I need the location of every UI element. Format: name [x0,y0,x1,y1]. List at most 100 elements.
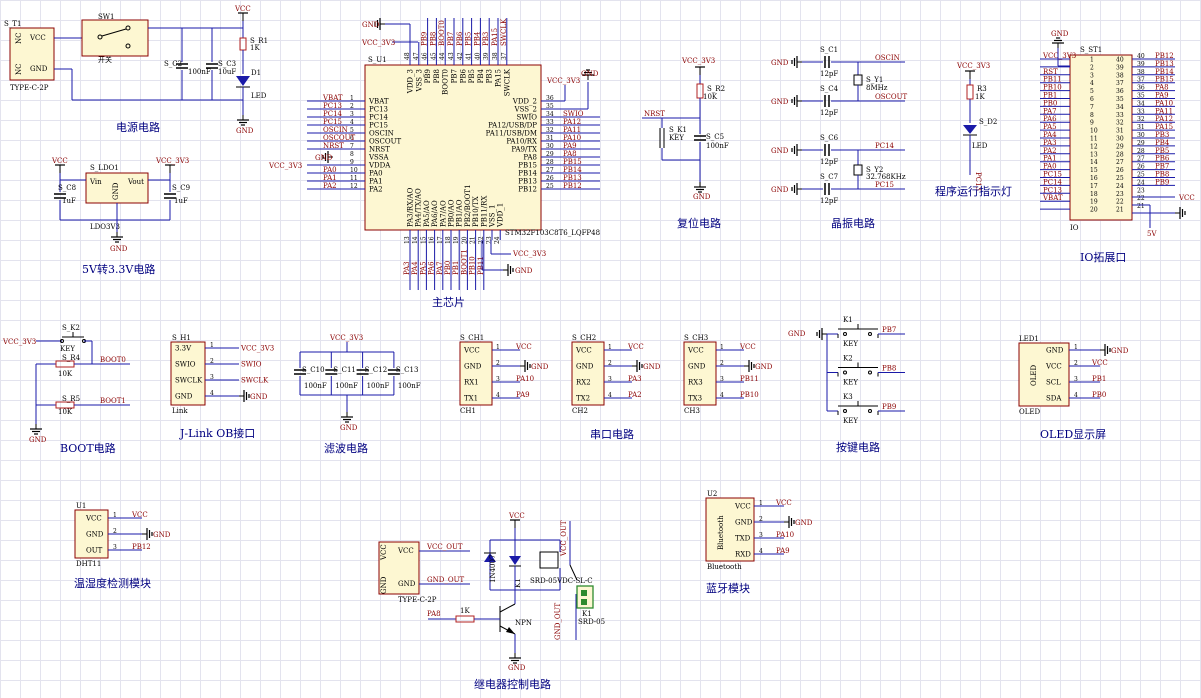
io-vcc-label: VCC [1178,194,1195,202]
title-bt: 蓝牙模块 [706,582,750,595]
gnd-symbol [1099,343,1111,357]
title-mcu: 主芯片 [432,295,465,309]
mcu-bottom-pin-num: 21 [470,236,477,244]
led-indicator-circuit: VCC_3V3 R3 1K S_D2 LED PC13 程序运行指示灯 [935,62,1012,198]
relay-part-label: SRD-05VDC-SL-C [530,577,593,585]
mcu-top-pin-name: PB6 [459,68,467,83]
mcu-left-pin-name: PC15 [369,122,388,130]
mcu-right-net: PA11 [563,126,581,134]
relay-conn-net-vcc-out: VCC_OUT [426,543,463,551]
dht-pin-num: 2 [113,528,117,535]
mcu-top-pin-num: 45 [430,52,437,60]
mcu-bottom-pin-name: PB1/AO [456,199,464,227]
io-right-pin-num-outer: 24 [1137,179,1145,186]
dht-name: DHT11 [76,560,101,568]
mcu-block: S_U1 STM32F103C8T6_LQFP48 VBAT1VBATPC132… [268,17,600,309]
d1-ref: D1 [251,69,261,77]
relay-conn-pin-vcc: VCC [397,547,414,555]
uart-pin-num: 1 [608,344,612,351]
key-contact [843,370,847,375]
c3-ref: S_C3 [218,60,236,68]
io-right-pin-num-outer: 26 [1137,164,1145,171]
mcu-left-pin-name: PC13 [369,106,388,114]
c9-ref: S_C9 [172,184,190,192]
r5-value: 10K [58,408,73,416]
jlink-connector[interactable] [170,341,206,406]
relay-terminal-ref: K1 [582,610,592,618]
uart-connector[interactable] [571,341,605,406]
bt-pin-num: 1 [759,500,763,507]
io-right-net: PB12 [1155,52,1174,60]
mcu-right-pin-num: 25 [546,183,554,190]
io-left-net: PC14 [1043,178,1063,186]
jlink-name: Link [172,407,188,415]
mcu-top-pin-num: 47 [413,52,420,60]
relay-led-ref: K1 [514,578,522,588]
mcu-right-pin-num: 32 [546,127,554,134]
io-left-pin-num: 3 [1090,72,1094,79]
key-contact [843,332,847,336]
d1-led-icon [236,76,250,86]
io-right-pin-num: 38 [1116,72,1124,79]
reset-circuit: VCC_3V3 S_R2 10K NRST S_K1 KEY S_C5 100n… [642,57,729,230]
power-switch[interactable] [81,19,149,57]
io-right-pin-num-outer: 37 [1137,77,1145,84]
relay-out-gnd: GND_OUT [554,603,562,640]
uart-pin-num: 3 [720,376,724,383]
t1-type: TYPE-C-2P [10,84,49,92]
io-header: S_ST1 IO 1VCC_3V323RST4PB115PB106PB17PB0… [1040,30,1195,264]
io-right-pin-num: 31 [1116,128,1124,135]
io-left-pin-num: 15 [1090,167,1098,174]
uart-connector[interactable] [683,341,717,406]
mcu-bottom-pin-num: 15 [420,236,427,244]
title-ldo: 5V转3.3V电路 [82,262,155,276]
uart-pin-num: 2 [720,360,724,367]
title-oled: OLED显示屏 [1040,428,1106,441]
mcu-top-pin-name: PB5 [468,69,476,83]
title-reset: 复位电路 [677,216,721,230]
mcu-left-pin-name: VSSA [368,154,390,162]
connector-pin-num: 3 [210,374,214,381]
uart-pin-num: 4 [720,392,724,399]
io-left-net: PA6 [1043,115,1057,123]
relay-output-connector[interactable] [378,541,420,595]
bluetooth-connector[interactable] [705,497,755,562]
oled-net: VCC [1091,359,1108,367]
io-right-pin-num: 21 [1116,207,1124,214]
io-right-pin-num-outer: 38 [1137,69,1145,76]
mcu-left-pin-num: 10 [350,167,358,174]
title-crystal: 晶振电路 [831,216,875,230]
io-right-pin-num: 22 [1116,199,1124,206]
mcu-top-vcc3-label: VCC_3V3 [361,39,395,47]
mcu-left-pin-num: 1 [350,95,354,102]
uart-connector[interactable] [459,341,493,406]
mcu-right-net: PA12 [563,118,581,126]
c7-value: 12pF [820,197,838,205]
bt-pin-name: VCC [734,503,751,511]
bt-net: VCC [775,499,792,507]
uart-net: VCC [739,343,756,351]
oled-connector[interactable] [1018,342,1070,407]
title-key: 按键电路 [836,440,880,454]
uart-pin-name: RX3 [688,379,703,387]
mcu-bottom-pin-num: 23 [486,236,493,244]
r1-resistor [239,37,247,51]
uart-pin-num: 2 [608,360,612,367]
bt-pin-num: 3 [759,532,763,539]
mcu-right-pin-num: 26 [546,175,554,182]
y2-value: 32.768KHz [866,173,906,181]
mcu-right-pin-name: PB14 [518,170,537,178]
bt-pin-name: TXD [735,535,751,543]
io-left-net: PC13 [1043,186,1062,194]
io-right-net: PB14 [1155,68,1174,76]
t1-ref: S_T1 [4,20,21,28]
io-right-pin-num: 37 [1116,80,1124,87]
mcu-bottom-net: PB1 [452,261,460,275]
io-left-net: RST [1043,68,1058,76]
dht11-sensor [74,509,109,559]
mcu-left-pin-name: OSCOUT [369,138,402,146]
